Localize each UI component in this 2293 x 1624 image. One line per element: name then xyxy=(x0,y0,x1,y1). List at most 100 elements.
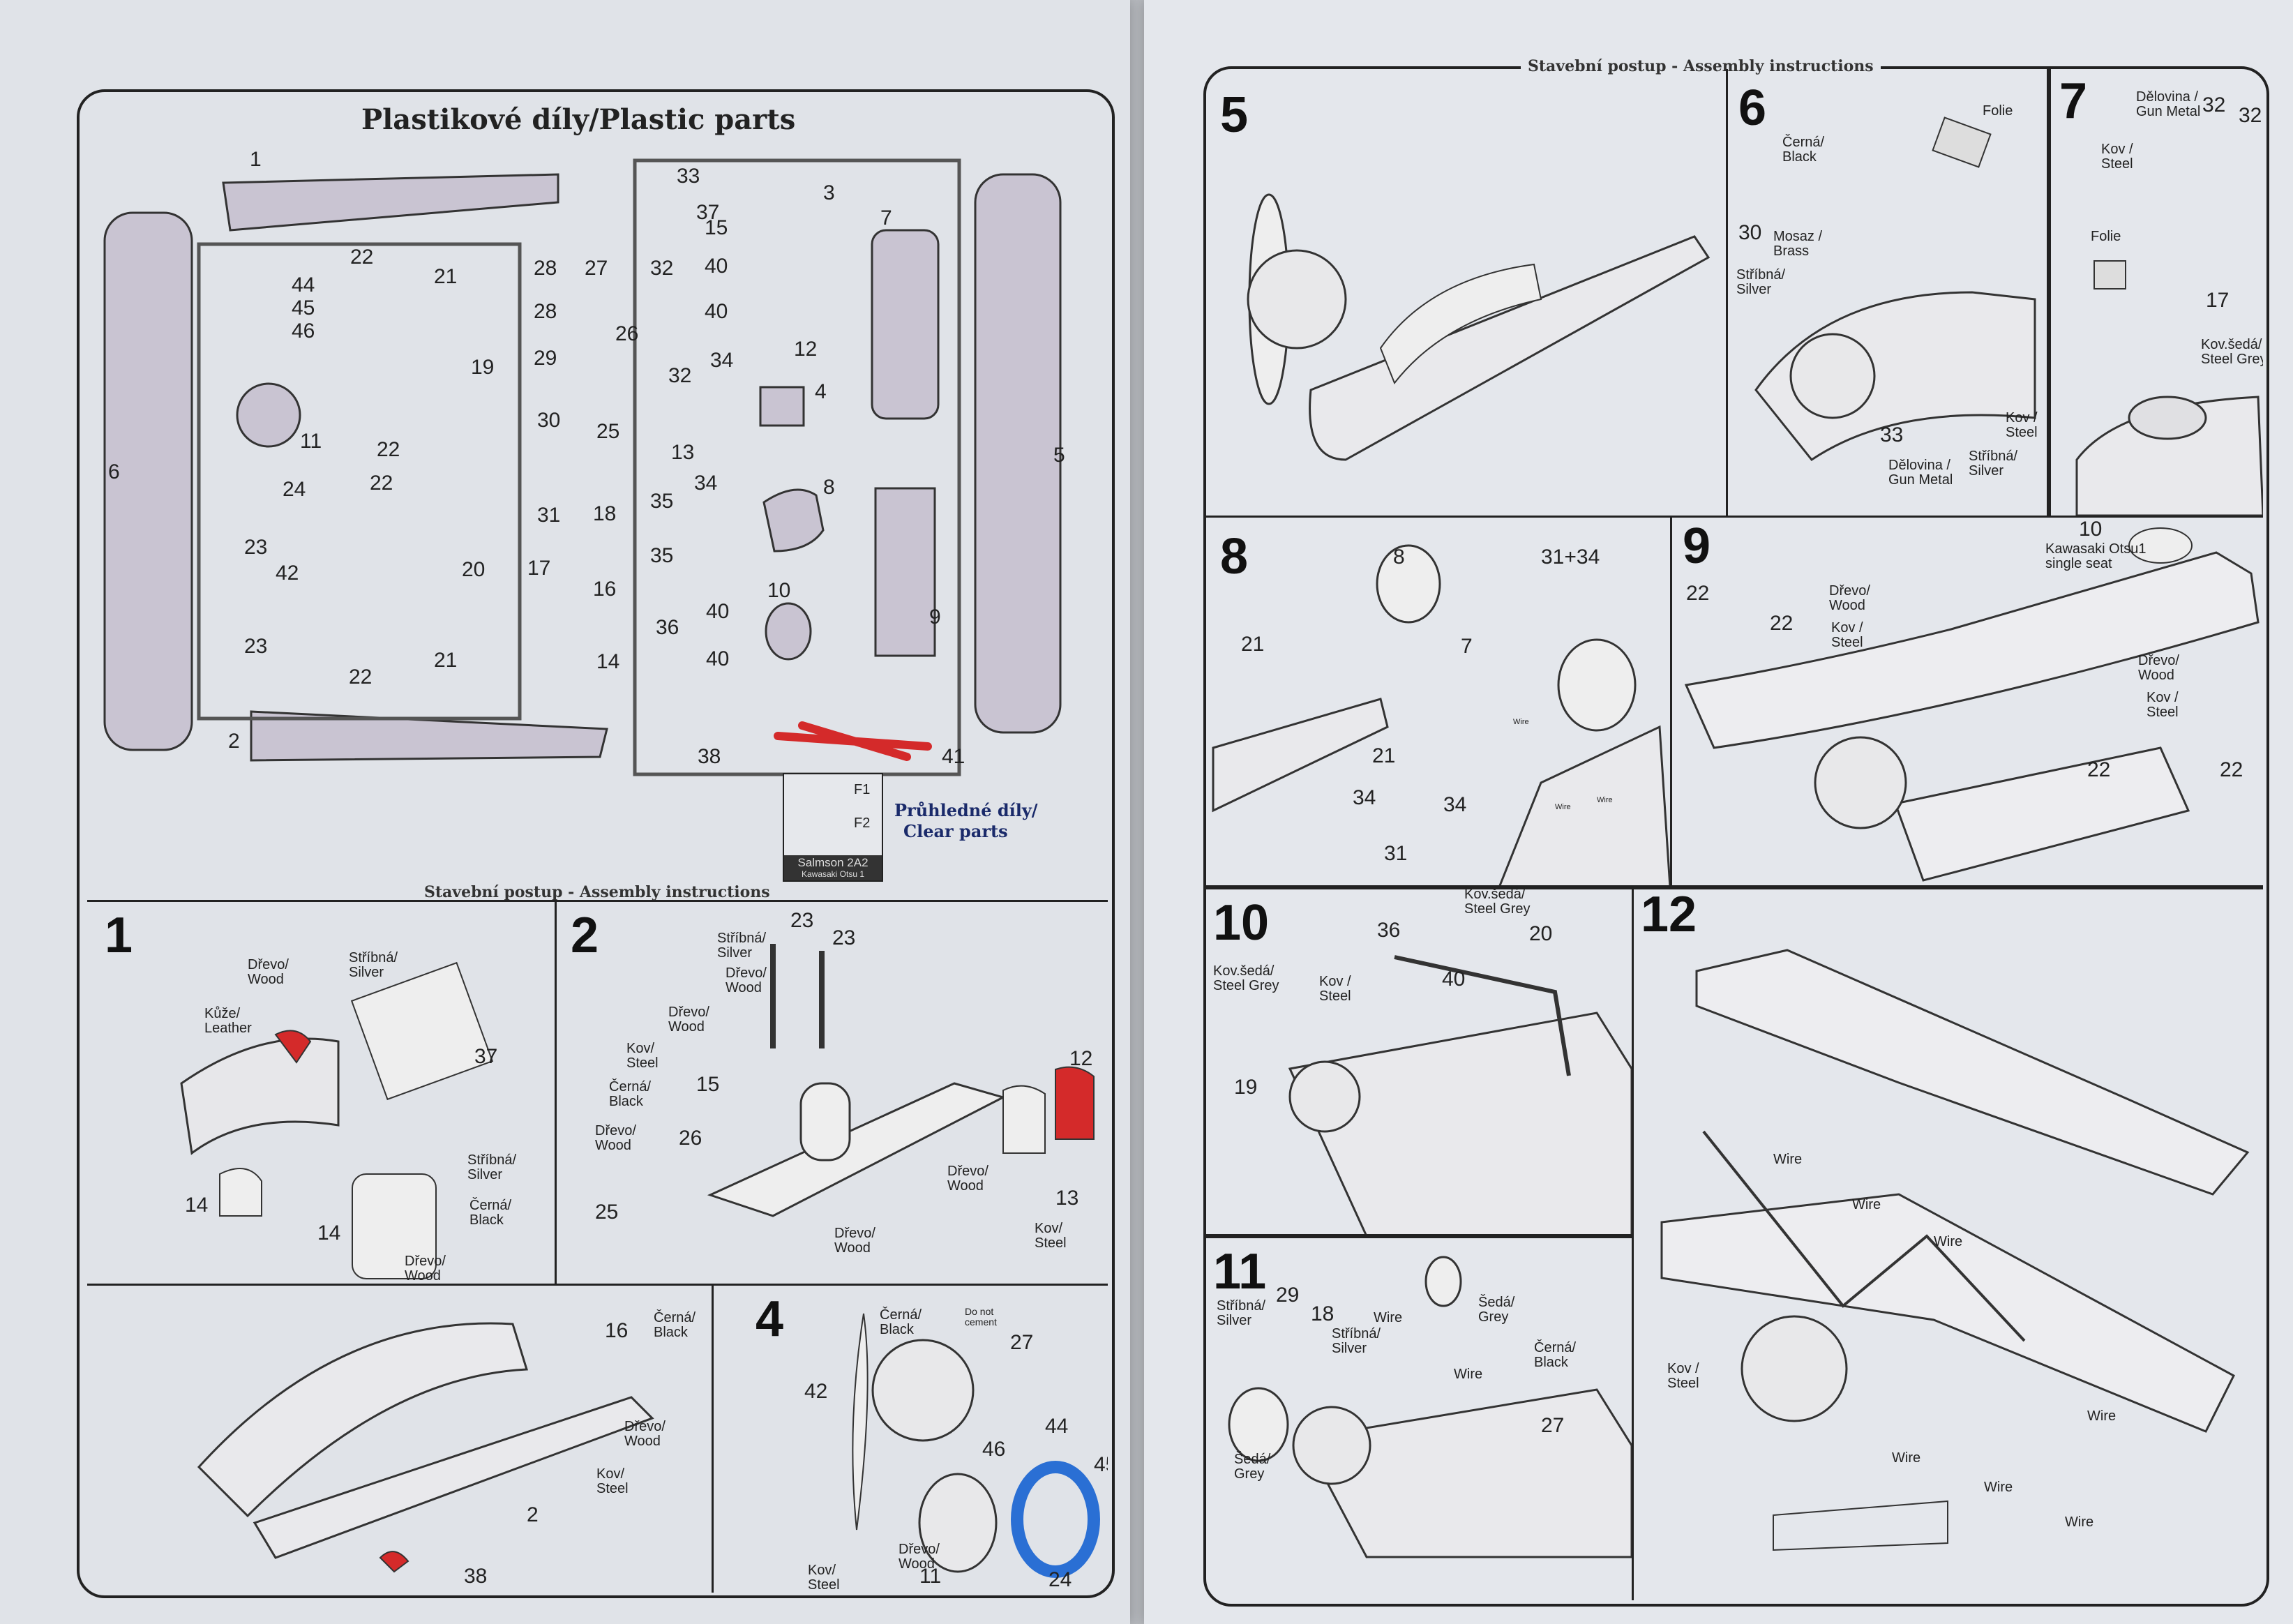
step-1-drawing xyxy=(180,961,494,1279)
part-number: 12 xyxy=(1069,1047,1093,1070)
part-number: 41 xyxy=(942,745,965,768)
part-number: 7 xyxy=(1461,635,1473,658)
part-number: 16 xyxy=(593,578,617,601)
clear-parts-title-1: Průhledné díly/ xyxy=(894,800,1038,820)
label: Černá/Black xyxy=(1534,1340,1577,1370)
label: Stříbná/Silver xyxy=(349,950,398,980)
clear-part-f1: F1 xyxy=(854,782,871,797)
label: Šedá/Grey xyxy=(1478,1295,1515,1325)
parts-title: Plastikové díly/Plastic parts xyxy=(361,103,796,136)
right-assembly-title: Stavební postup - Assembly instructions xyxy=(1521,57,1881,75)
part-number: 18 xyxy=(1311,1302,1335,1325)
part-number: 19 xyxy=(1234,1076,1258,1099)
wire-label: Wire xyxy=(1513,718,1529,726)
wire-label: Wire xyxy=(2065,1514,2094,1530)
label: Stříbná/Silver xyxy=(1332,1326,1381,1356)
step-7-panel: 7 Dělovina /Gun Metal 32 32 Kov /Steel F… xyxy=(2047,69,2263,518)
step-1-panel: 1 Dřevo/Wood Stříbná/Silver Kůže/Leather… xyxy=(87,900,557,1286)
step-10-panel: 10 Kov.šedá/Steel Grey 36 20 Kov.šedá/St… xyxy=(1206,885,1634,1238)
fuselage-part-2 xyxy=(250,710,608,762)
part-7 xyxy=(871,229,940,420)
step-3-drawing xyxy=(197,1322,654,1573)
part-number: 33 xyxy=(1880,423,1904,446)
part-9 xyxy=(874,487,936,657)
part-number: 38 xyxy=(698,745,721,768)
left-page: Plastikové díly/Plastic parts F1 xyxy=(0,0,1130,1624)
label: Dřevo/Wood xyxy=(726,965,767,995)
right-page: Stavební postup - Assembly instructions … xyxy=(1144,0,2293,1624)
part-number: 23 xyxy=(244,536,268,559)
part-number: 25 xyxy=(595,1201,619,1224)
step-number: 6 xyxy=(1738,80,1767,136)
label: Dělovina /Gun Metal xyxy=(2136,89,2201,119)
label: Kov/Steel xyxy=(1035,1221,1067,1251)
label: Dřevo/Wood xyxy=(405,1254,446,1284)
part-number: 15 xyxy=(705,216,728,239)
part-number: 11 xyxy=(919,1565,942,1588)
step-number: 1 xyxy=(105,908,133,963)
step-number: 12 xyxy=(1641,887,1697,942)
part-number: 5 xyxy=(1053,444,1065,467)
step-number: 7 xyxy=(2059,73,2088,129)
label: Dřevo/Wood xyxy=(595,1123,636,1153)
left-page-frame xyxy=(77,89,1115,1598)
wire-label: Wire xyxy=(1852,1197,1881,1212)
label: Dřevo/Wood xyxy=(668,1005,709,1035)
label: Dřevo/Wood xyxy=(899,1542,940,1572)
part-number: 6 xyxy=(108,460,120,483)
left-assembly-title: Stavební postup - Assembly instructions xyxy=(417,883,777,901)
part-number: 46 xyxy=(292,319,315,343)
part-number: 29 xyxy=(534,347,557,370)
part-number: 36 xyxy=(1377,919,1401,942)
part-number: 15 xyxy=(696,1073,720,1096)
part-number: 2 xyxy=(527,1503,539,1526)
part-number: 31 xyxy=(537,504,561,527)
label: Kov/Steel xyxy=(808,1563,840,1593)
part-11 xyxy=(236,382,301,448)
part-number: 24 xyxy=(283,478,306,501)
step-number: 8 xyxy=(1220,529,1249,585)
label: Dřevo/Wood xyxy=(624,1419,666,1449)
step-number: 9 xyxy=(1683,518,1711,574)
step-7-drawing xyxy=(2075,260,2263,516)
wire-label: Wire xyxy=(2087,1408,2117,1424)
part-number: 33 xyxy=(677,165,700,188)
part-number: 13 xyxy=(1055,1187,1079,1210)
part-number: 22 xyxy=(2220,758,2243,781)
part-number: 3 xyxy=(823,181,835,204)
part-number: 20 xyxy=(1529,922,1553,945)
label: Kov /Steel xyxy=(2101,142,2133,172)
label: Stříbná/Silver xyxy=(1969,449,2018,479)
wing-part-6 xyxy=(103,211,193,751)
label: Kov.šedá/Steel Grey xyxy=(1464,887,1531,917)
part-number: 22 xyxy=(349,666,373,689)
part-number: 22 xyxy=(370,472,393,495)
step-number: 10 xyxy=(1213,895,1270,951)
label: Černá/Black xyxy=(1782,135,1825,165)
clear-parts-title-2: Clear parts xyxy=(903,821,1008,841)
part-number: 40 xyxy=(706,600,730,623)
step-5-drawing xyxy=(1247,193,1711,461)
step-11-drawing xyxy=(1228,1256,1632,1558)
part-number: 19 xyxy=(471,356,495,379)
part-number: 10 xyxy=(2079,518,2103,541)
label: Dřevo/Wood xyxy=(2138,653,2179,683)
part-number: 21 xyxy=(1372,744,1396,767)
part-number: 22 xyxy=(2087,758,2111,781)
label: Černá/Black xyxy=(469,1198,512,1228)
wire-label: Wire xyxy=(1597,796,1613,804)
label: Wire xyxy=(1374,1310,1403,1325)
part-number: 23 xyxy=(790,909,814,932)
part-number: 13 xyxy=(671,441,695,464)
step-12-panel: 12 Wire Wire Wire Kov /Steel Wire Wire W… xyxy=(1632,885,2263,1600)
wire-label: Wire xyxy=(1934,1234,1963,1249)
part-10 xyxy=(765,602,812,661)
wire-label: Wire xyxy=(1984,1480,2013,1495)
part-number: 8 xyxy=(1393,546,1405,569)
step-2-drawing xyxy=(707,944,1095,1217)
part-number: 45 xyxy=(292,296,315,319)
part-number: 32 xyxy=(2202,93,2226,116)
label: Dřevo/Wood xyxy=(1829,583,1870,613)
